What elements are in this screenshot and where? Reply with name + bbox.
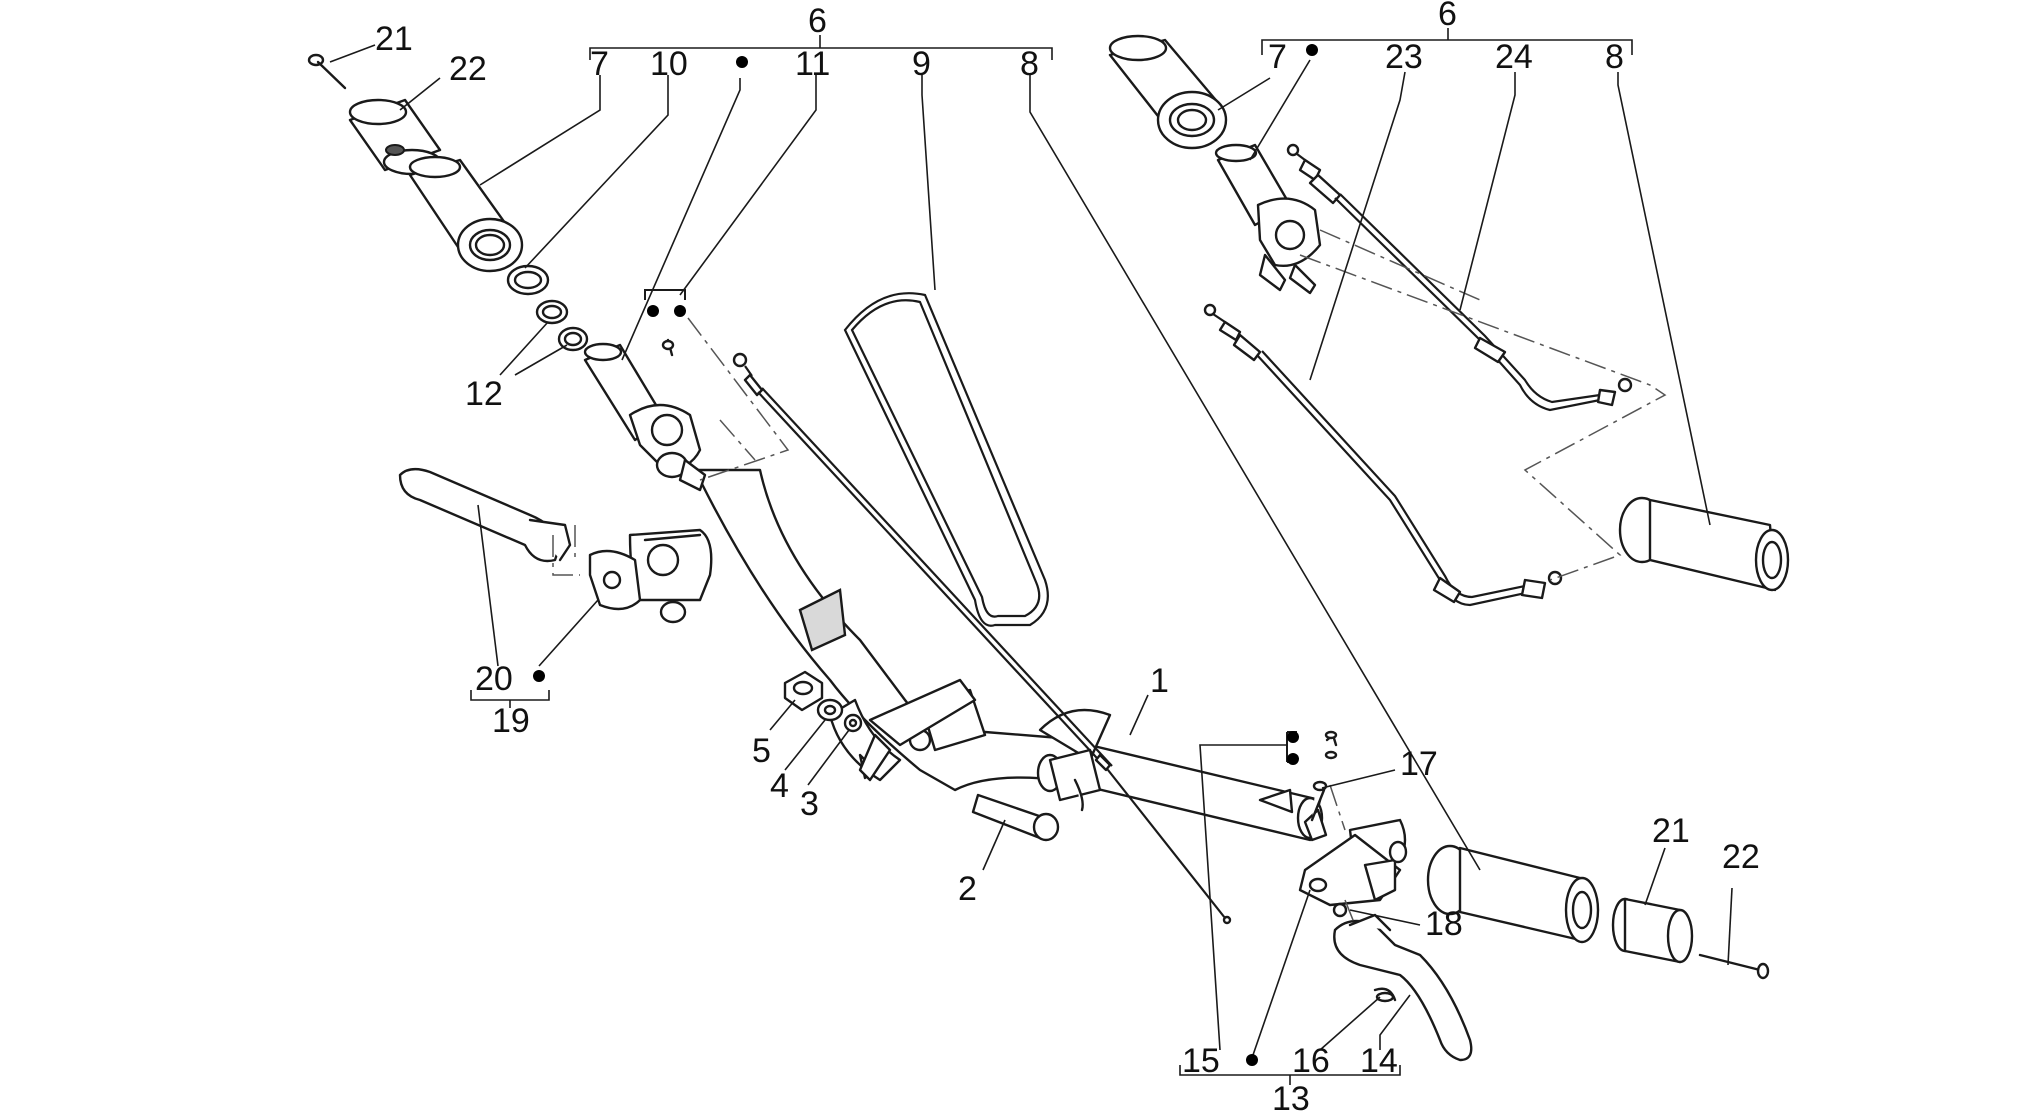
front-brake-cylinder-13	[1298, 808, 1408, 907]
callout-4: 4	[770, 767, 789, 805]
left-switch-housing	[583, 342, 707, 492]
bullet-19	[533, 670, 545, 682]
callout-21-bottom: 21	[1652, 812, 1690, 850]
fuel-cable-loop-9	[843, 292, 1049, 627]
screw-21-top	[307, 53, 347, 90]
handlebar-mount	[858, 678, 977, 782]
washer-4	[816, 698, 844, 722]
dashed-outline-lever	[552, 525, 580, 576]
callout-21-top: 21	[375, 20, 413, 58]
bar-end-21-bottom	[1611, 897, 1694, 964]
cable-11	[732, 352, 1232, 925]
right-grip-bottom	[1426, 844, 1600, 944]
callout-24: 24	[1495, 38, 1533, 76]
bullet-right-top	[1306, 44, 1318, 56]
callout-8-right: 8	[1605, 38, 1624, 76]
dashed-outline-bottom	[1329, 784, 1356, 926]
switch-screws-11	[644, 289, 686, 357]
callout-11: 11	[795, 45, 830, 83]
callout-20: 20	[475, 660, 513, 698]
callout-6-left: 6	[808, 2, 827, 40]
right-grip-8	[1618, 496, 1790, 592]
bolt-2	[971, 793, 1060, 842]
bullet-left-top	[736, 56, 748, 68]
callout-22-top: 22	[449, 50, 487, 88]
rings-10-12	[506, 264, 589, 352]
callout-10: 10	[650, 45, 688, 83]
callout-6-right: 6	[1438, 0, 1457, 33]
screws-17	[1310, 730, 1338, 822]
left-grip-7	[408, 155, 524, 273]
bullet-13	[1246, 1054, 1258, 1066]
right-grip-7-top	[1108, 34, 1228, 150]
dashed-outline-right	[1299, 229, 1667, 581]
callout-16: 16	[1292, 1042, 1330, 1080]
dashed-outline-left	[687, 317, 790, 481]
callout-19: 19	[492, 702, 530, 740]
callout-22-bottom: 22	[1722, 838, 1760, 876]
pivot-pin-16	[1373, 987, 1397, 1003]
master-cylinder-19	[588, 528, 713, 624]
callout-14: 14	[1360, 1042, 1398, 1080]
callout-3: 3	[800, 785, 819, 823]
callout-13: 13	[1272, 1080, 1310, 1113]
screw-bracket-15	[1286, 731, 1299, 765]
callout-8-left: 8	[1020, 45, 1039, 83]
throttle-cable-23	[1203, 303, 1563, 607]
washer-3	[843, 713, 863, 733]
callout-7-right: 7	[1268, 38, 1287, 76]
callout-labels: 21 22 6 7 10 11 9 8 12 20 19 5 4 3 2 1 6…	[375, 0, 1760, 1113]
callout-12: 12	[465, 375, 503, 413]
throttle-cable-24	[1286, 143, 1633, 412]
callout-5: 5	[752, 732, 771, 770]
nut-18	[1332, 902, 1348, 918]
leader-lines	[329, 28, 1733, 1085]
screw-22-bottom	[1698, 953, 1770, 980]
callout-2: 2	[958, 870, 977, 908]
callout-9: 9	[912, 45, 931, 83]
callout-17: 17	[1400, 745, 1438, 783]
brake-lever-20	[398, 467, 572, 563]
front-brake-lever-14	[1333, 913, 1473, 1062]
callout-1: 1	[1150, 662, 1169, 700]
throttle-housing	[1214, 143, 1322, 295]
callout-7-left: 7	[590, 45, 609, 83]
callout-15: 15	[1182, 1042, 1220, 1080]
callout-23: 23	[1385, 38, 1423, 76]
callout-18: 18	[1425, 905, 1463, 943]
